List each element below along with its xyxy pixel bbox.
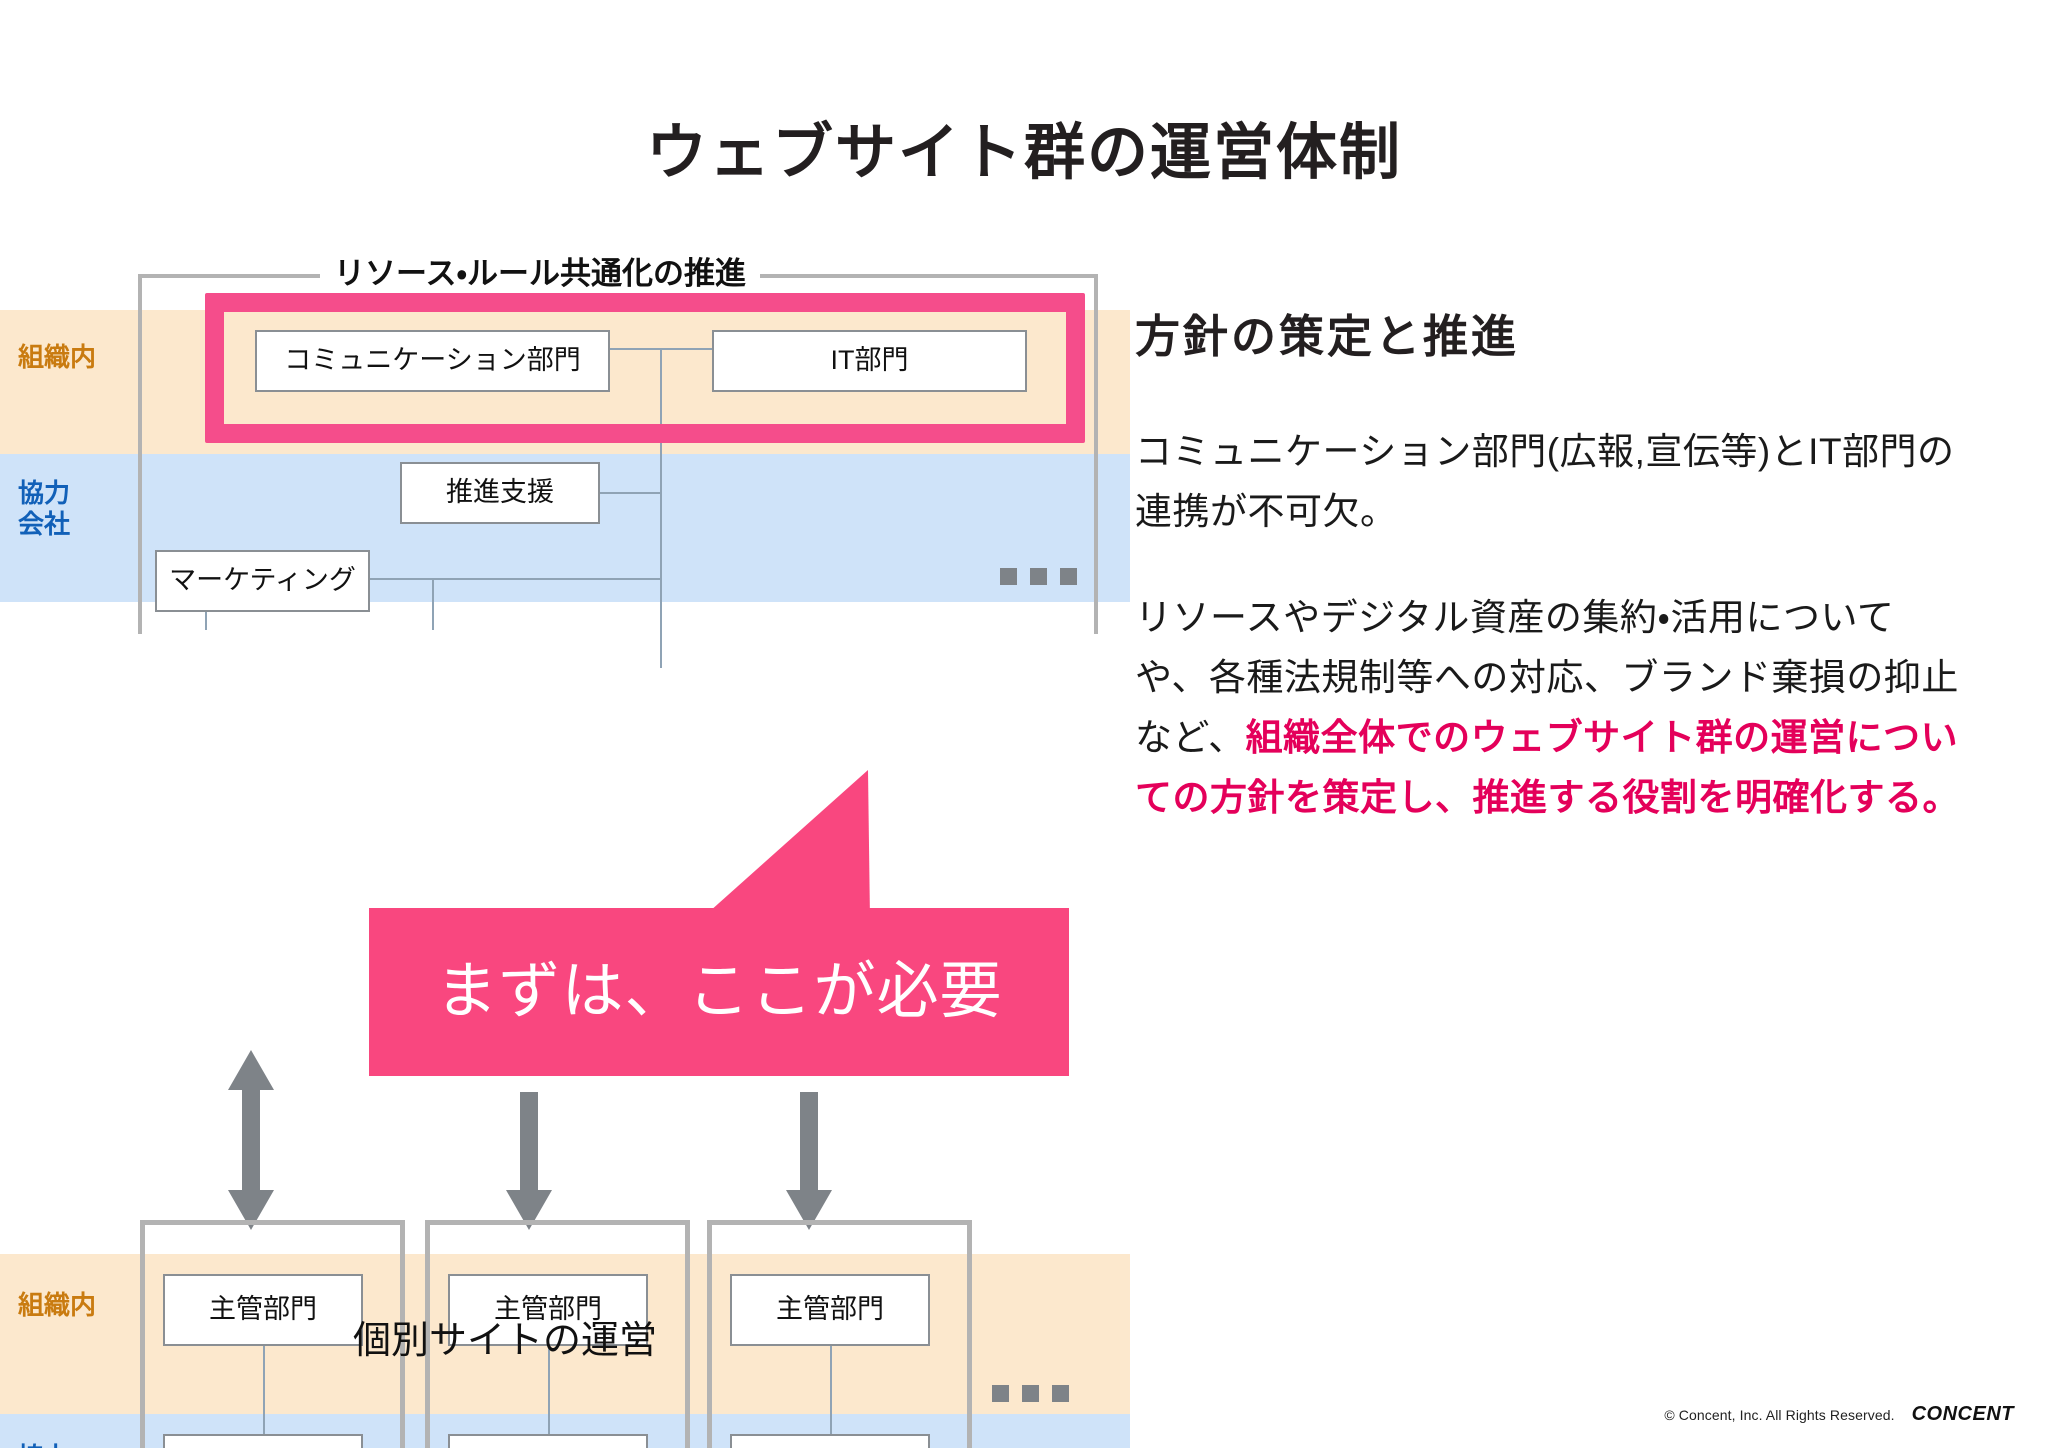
node-marketing[interactable]: マーケティング — [155, 550, 370, 612]
node-owner-dept-c[interactable]: 主管部門 — [730, 1274, 930, 1346]
arrow-bidirectional-site-a — [228, 1050, 274, 1230]
right-text-panel: 方針の策定と推進 コミュニケーション部門(広報,宣伝等)とIT部門の連携が不可欠… — [1135, 310, 1965, 874]
upper-group-caption: リソース・ルール共通化の推進 — [320, 258, 760, 289]
node-communication-dept[interactable]: コミュニケーション部門 — [255, 330, 610, 392]
page-title: ウェブサイト群の運営体制 — [645, 118, 1402, 186]
band-label-lower-partner: 協力 会社 — [18, 1442, 70, 1448]
node-vendor-a[interactable]: 制作会社 — [163, 1434, 363, 1448]
site-bracket-b — [425, 1260, 690, 1448]
node-label: IT部門 — [830, 345, 909, 376]
connector-site-c — [830, 1320, 832, 1448]
connector-site-b — [548, 1320, 550, 1448]
node-label: 主管部門 — [494, 1294, 602, 1325]
ellipsis-dot — [1052, 1385, 1069, 1402]
right-paragraph-2-highlight: 組織全体でのウェブサイト群の運営についての方針を策定し、推進する役割を明確化する… — [1135, 716, 1960, 818]
site-bracket-top-c — [707, 1220, 972, 1266]
connector-vertical-branch-c — [660, 578, 662, 630]
org-structure-diagram: 組織内 協力 会社 リソース・ルール共通化の推進 コミュニケーション部門 IT部… — [0, 230, 1130, 1448]
band-label-upper-partner: 協力 会社 — [18, 478, 71, 540]
right-panel-heading: 方針の策定と推進 — [1135, 311, 1520, 362]
node-it-dept[interactable]: IT部門 — [712, 330, 1027, 392]
site-bracket-c — [707, 1260, 972, 1448]
ellipsis-dot — [1060, 568, 1077, 585]
arrow-down-site-b — [506, 1092, 552, 1230]
ellipsis-lower — [992, 1385, 1069, 1402]
ellipsis-dot — [1030, 568, 1047, 585]
node-label: マーケティング — [169, 565, 356, 596]
arrow-down-site-c — [786, 1092, 832, 1230]
node-promotion-support[interactable]: 推進支援 — [400, 462, 600, 524]
copyright-text: © Concent, Inc. All Rights Reserved. — [1664, 1407, 1895, 1423]
connector-vertical-main — [660, 348, 662, 668]
callout-text: まずは、ここが必要 — [435, 957, 1003, 1026]
node-label: 主管部門 — [209, 1294, 317, 1325]
node-label: 推進支援 — [446, 477, 554, 508]
callout-tail-icon — [700, 770, 870, 920]
node-owner-dept-a[interactable]: 主管部門 — [163, 1274, 363, 1346]
ellipsis-dot — [992, 1385, 1009, 1402]
band-label-upper-internal: 組織内 — [18, 342, 97, 372]
right-paragraph-2: リソースやデジタル資産の集約・活用についてや、各種法規制等への対応、ブランド棄損… — [1135, 588, 1965, 828]
connector-site-a — [263, 1320, 265, 1448]
node-owner-dept-b[interactable]: 主管部門 — [448, 1274, 648, 1346]
site-bracket-top-b — [425, 1220, 690, 1266]
right-paragraph-2-plain: リソースやデジタル資産の集約・活用についてや、各種法規制等への対応、ブランド棄損… — [1135, 596, 1959, 758]
connector-horizontal-top — [605, 348, 720, 350]
callout-banner: まずは、ここが必要 — [369, 908, 1069, 1076]
brand-logo: CONCENT — [1911, 1403, 2014, 1425]
node-vendor-c[interactable]: 制作会社 — [730, 1434, 930, 1448]
connector-vertical-branch-b — [432, 578, 434, 630]
diagram-bottom-caption: 個別サイトの運営 — [352, 1320, 657, 1362]
node-label: コミュニケーション部門 — [284, 345, 581, 376]
ellipsis-dot — [1022, 1385, 1039, 1402]
ellipsis-dot — [1000, 568, 1017, 585]
right-paragraph-1: コミュニケーション部門(広報,宣伝等)とIT部門の連携が不可欠。 — [1135, 431, 1955, 532]
connector-horizontal-support — [590, 492, 662, 494]
site-bracket-a — [140, 1260, 405, 1448]
node-label: 主管部門 — [776, 1294, 884, 1325]
band-label-lower-internal: 組織内 — [18, 1290, 97, 1320]
node-vendor-b[interactable]: 制作会社 — [448, 1434, 648, 1448]
footer: © Concent, Inc. All Rights Reserved. CON… — [1664, 1403, 2014, 1426]
ellipsis-upper — [1000, 568, 1077, 585]
site-bracket-top-a — [140, 1220, 405, 1266]
